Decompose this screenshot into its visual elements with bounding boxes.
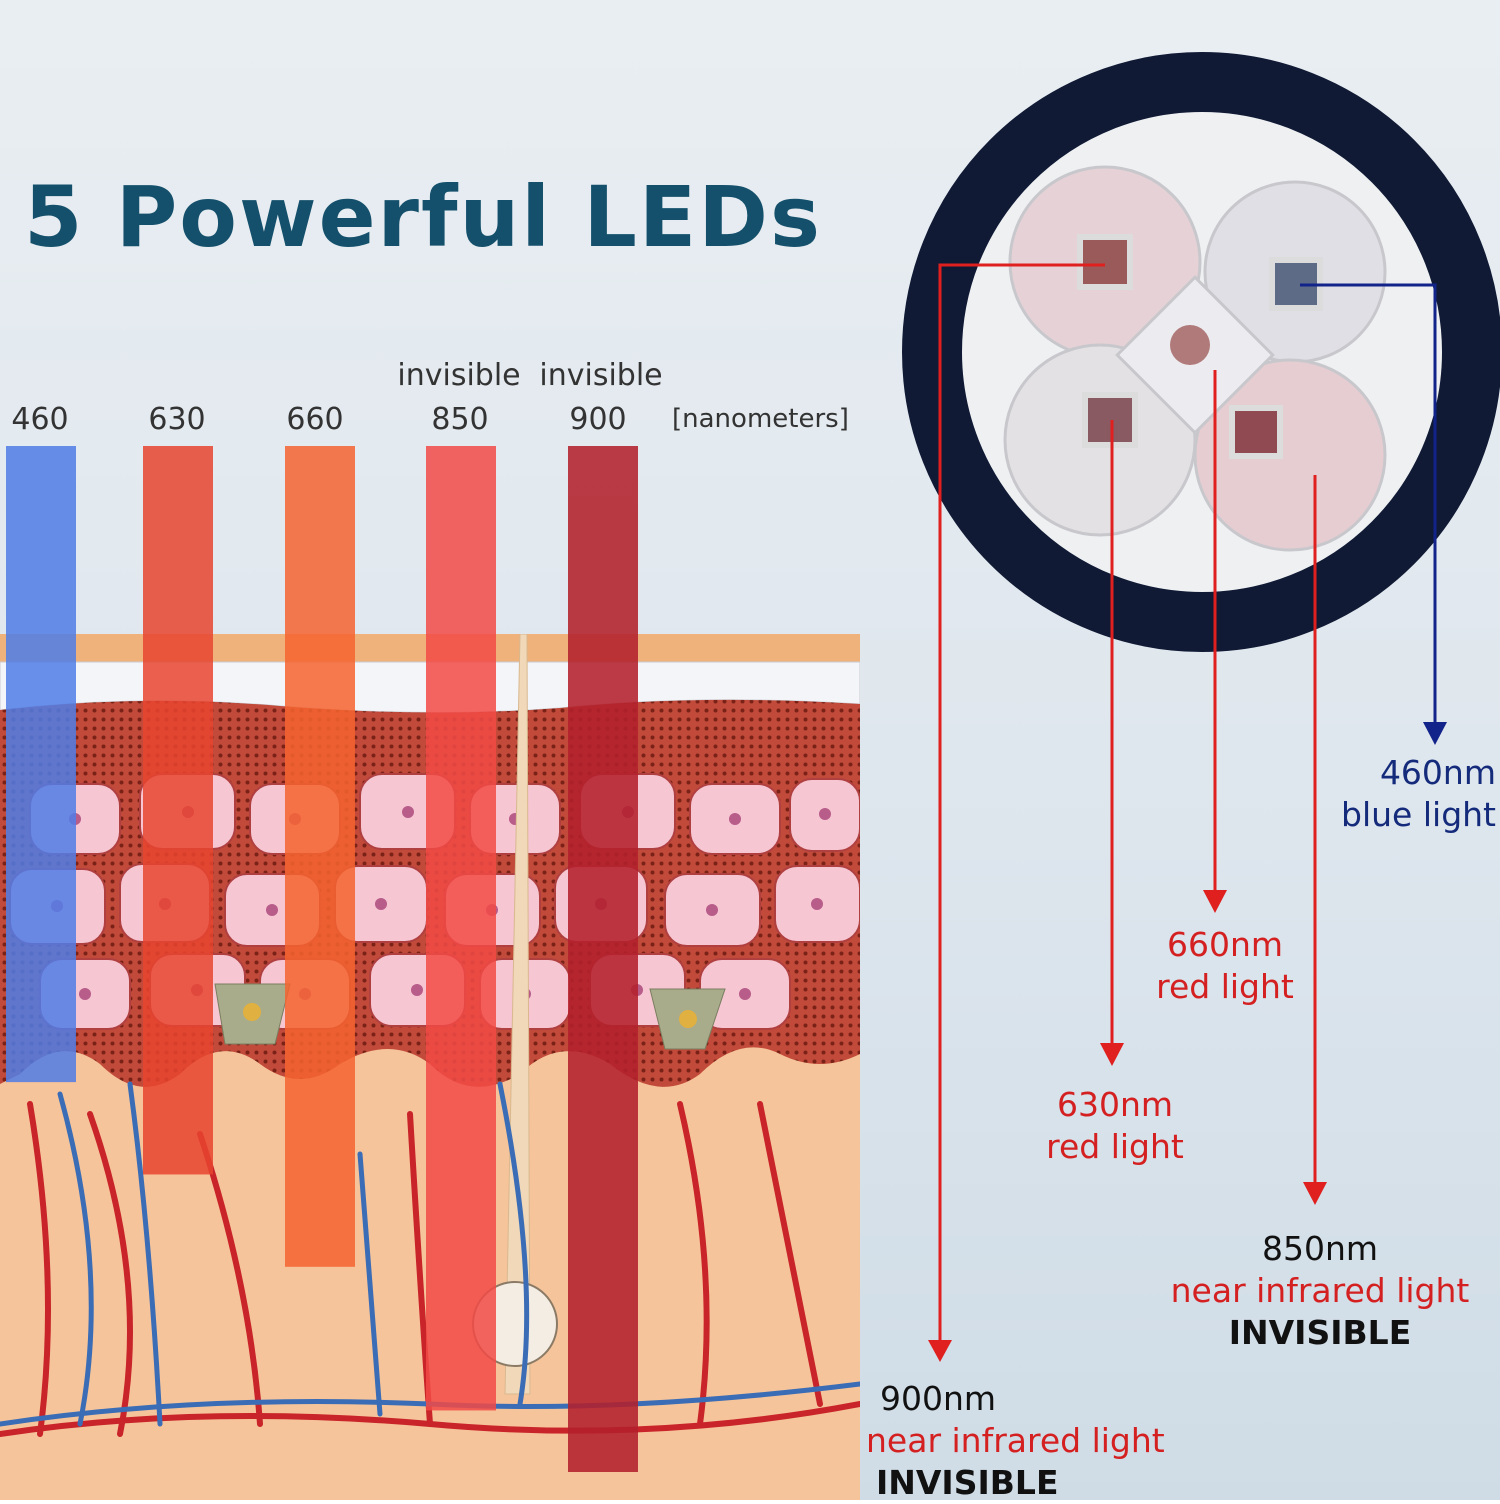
label-460-wavelength: 460nm [1379, 753, 1496, 792]
label-900-wavelength: 900nm [880, 1379, 997, 1418]
label-630: 630nm red light [1030, 1084, 1200, 1168]
label-660: 660nm red light [1140, 924, 1310, 1008]
unit-label: [nanometers] [672, 404, 849, 434]
pointer-arrowheads [928, 722, 1447, 1362]
beam-660 [285, 446, 355, 1267]
beam-850 [426, 446, 496, 1411]
led-lens-center [1115, 275, 1275, 435]
beam-wavelength-460: 460 [11, 402, 69, 437]
led-lens-bottom-right [1193, 358, 1387, 552]
label-460: 460nm blue light [1300, 752, 1496, 836]
beam-wavelength-900: 900 [569, 402, 627, 437]
beam-wavelength-630: 630 [148, 402, 206, 437]
label-900-invisible: INVISIBLE [876, 1463, 1059, 1502]
label-900-description: near infrared light [866, 1421, 1165, 1460]
arrowhead-900 [928, 1340, 952, 1362]
label-630-description: red light [1046, 1127, 1184, 1166]
beam-900 [568, 446, 638, 1472]
label-660-description: red light [1156, 967, 1294, 1006]
beam-630 [143, 446, 213, 1175]
label-850-description: near infrared light [1170, 1271, 1470, 1310]
pointer-900 [938, 263, 1105, 1345]
led-lens-bottom-left [1003, 343, 1197, 537]
arrowhead-850 [1303, 1182, 1327, 1205]
led-lens-top-left [1008, 165, 1202, 359]
pointer-460 [1300, 283, 1437, 725]
beam-note-850: invisible [397, 358, 521, 393]
page-title: 5 Powerful LEDs [24, 168, 822, 266]
beam-460 [6, 446, 76, 1083]
arrowhead-460 [1423, 722, 1447, 745]
label-660-wavelength: 660nm [1166, 925, 1284, 964]
pointer-lines [938, 263, 1437, 1345]
label-850-wavelength: 850nm [1261, 1229, 1379, 1268]
arrowhead-660 [1203, 890, 1227, 913]
label-460-description: blue light [1341, 795, 1496, 834]
beam-note-900: invisible [539, 358, 663, 393]
melanocytes [214, 983, 726, 1050]
label-630-wavelength: 630nm [1056, 1085, 1174, 1124]
beam-wavelength-850: 850 [431, 402, 489, 437]
arrowhead-630 [1100, 1043, 1124, 1066]
label-900: 900nm near infrared light INVISIBLE [866, 1378, 1196, 1504]
label-850: 850nm near infrared light INVISIBLE [1150, 1228, 1490, 1354]
beam-wavelength-660: 660 [286, 402, 344, 437]
label-850-invisible: INVISIBLE [1228, 1313, 1412, 1352]
